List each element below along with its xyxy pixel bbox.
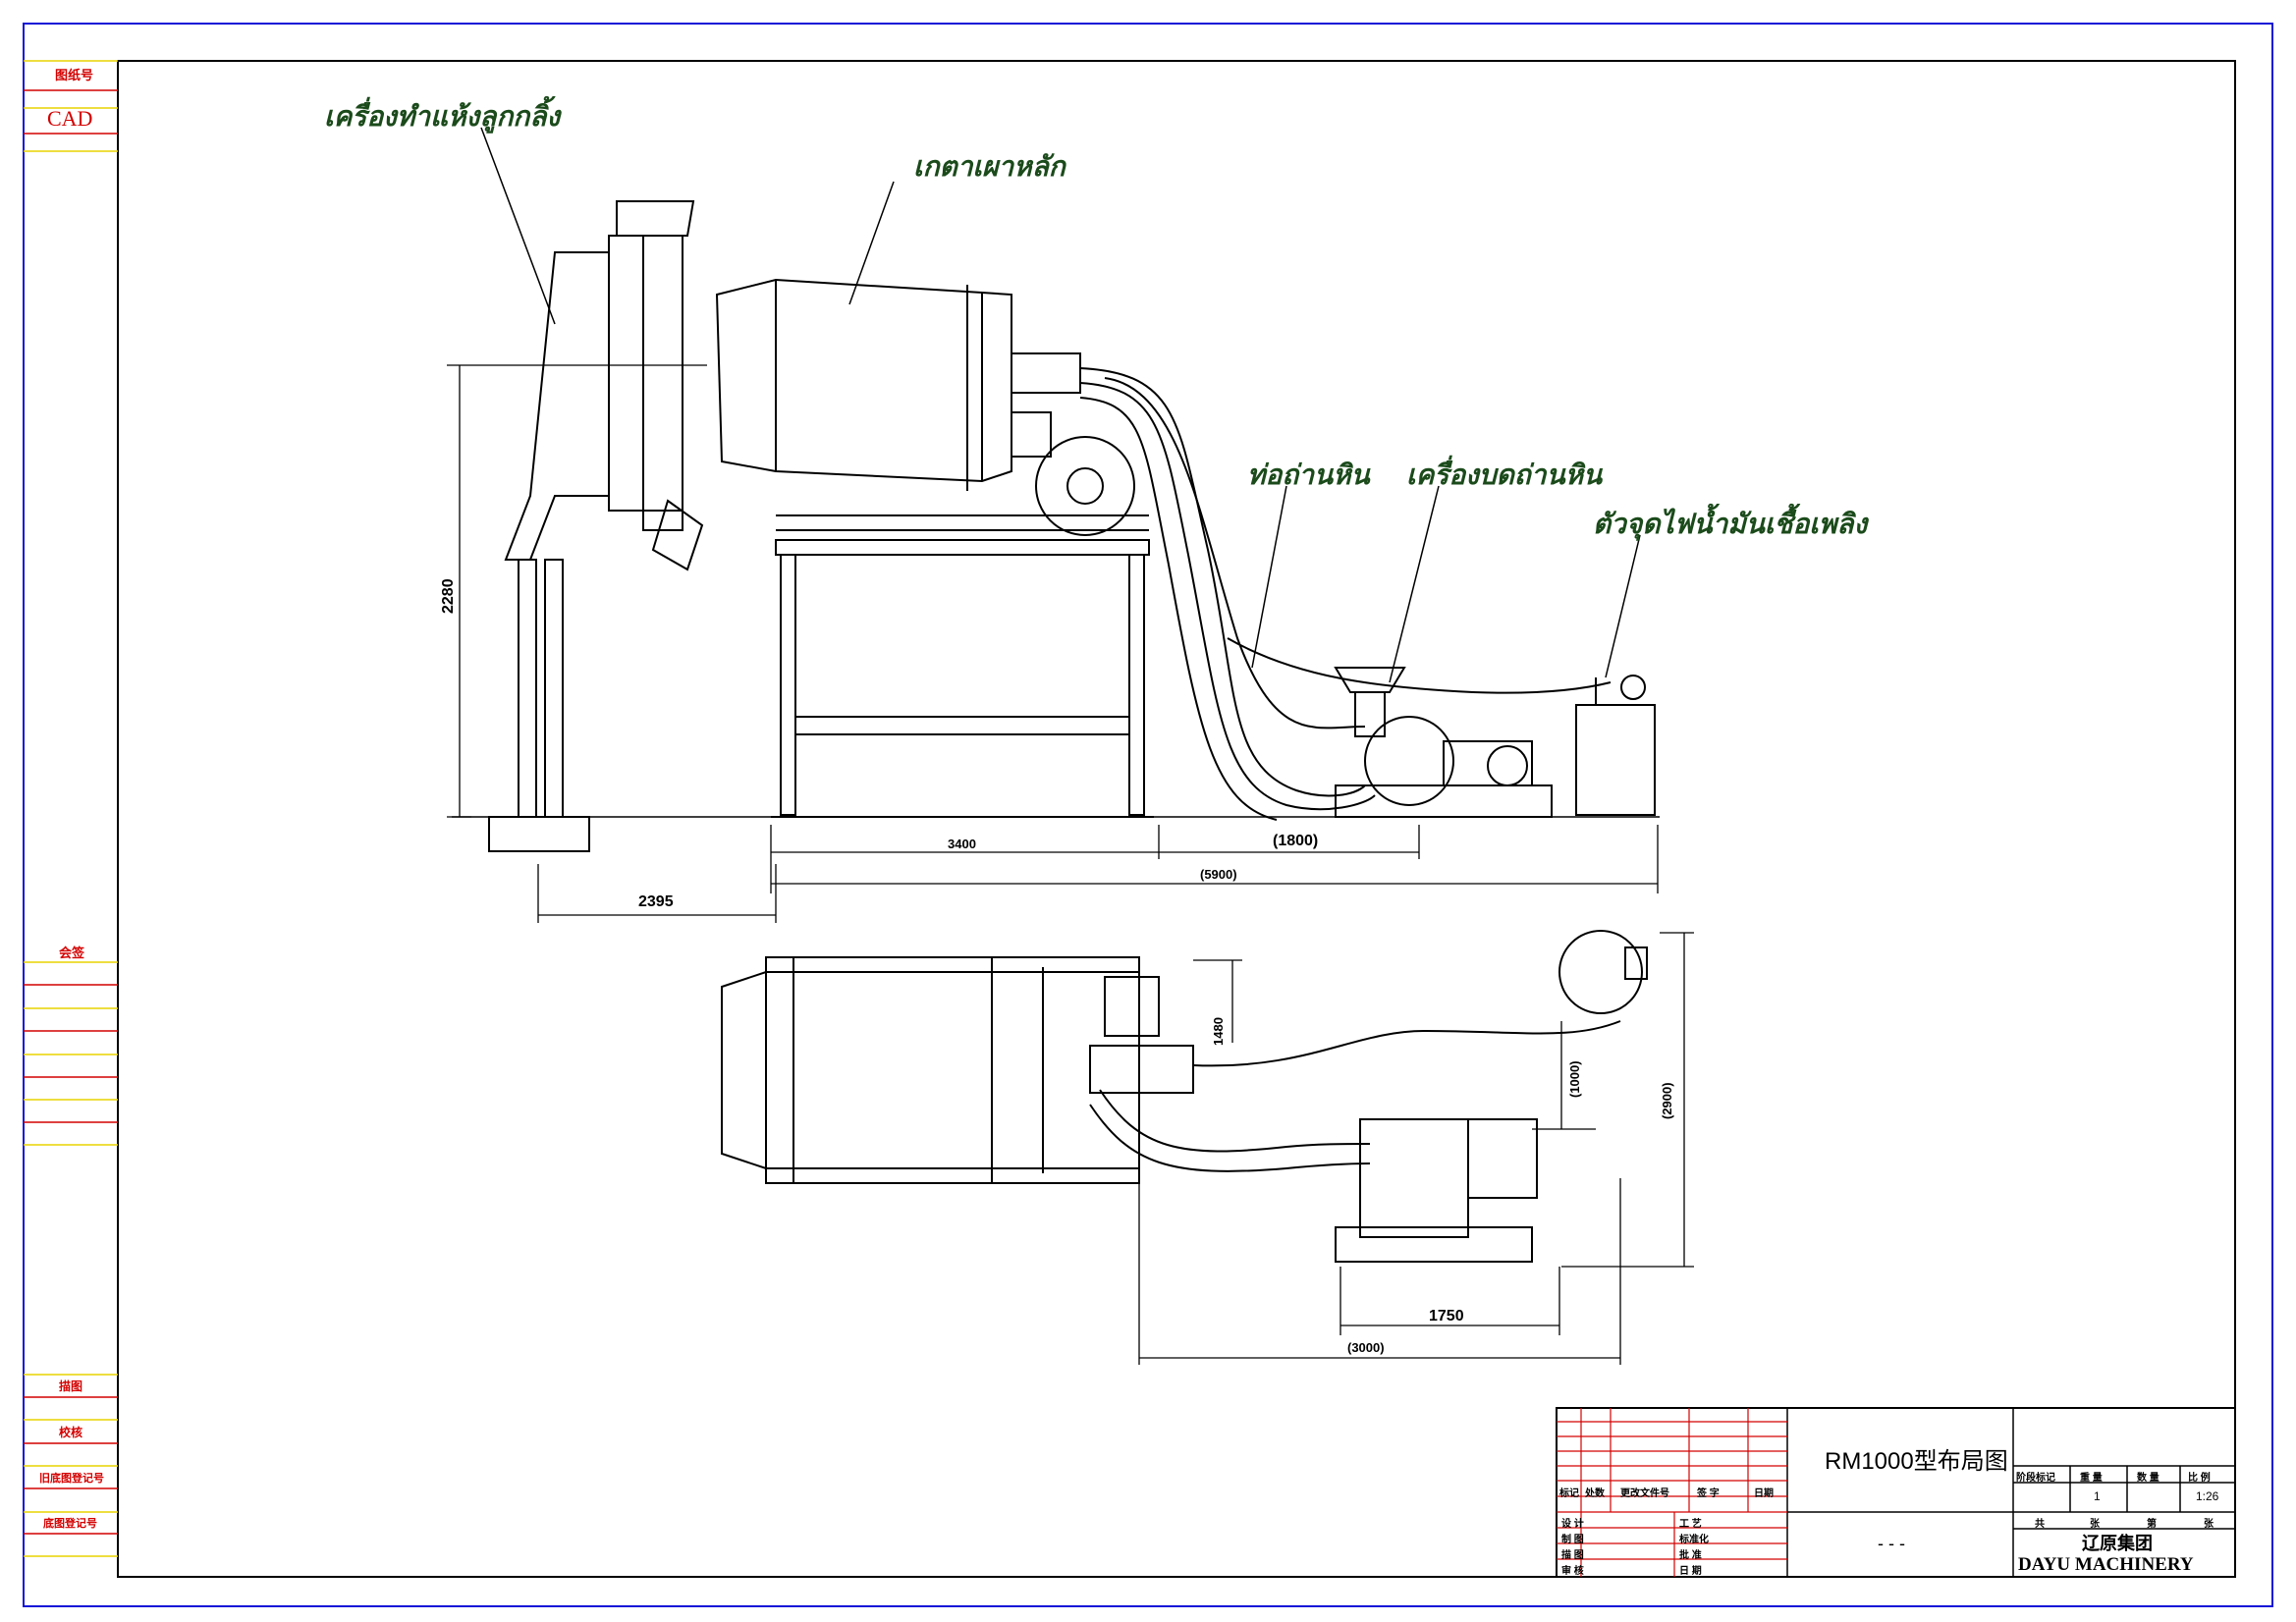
dim-1800: (1800) [1273,833,1319,849]
quantity-value: 1 [2094,1489,2101,1503]
meta-scale: 比 例 [2188,1473,2211,1484]
dryer-hood [504,251,610,561]
meta-quantity: 数 量 [2137,1473,2159,1484]
rev-header-sign: 签 字 [1697,1488,1720,1499]
callout-furnace: เกตาเผาหลัก [913,152,1066,183]
callout-coal-pipe: ท่อถ่านหิน [1247,460,1370,491]
scale-value: 1:26 [2196,1489,2219,1503]
callout-coal-mill: เครื่องบดถ่านหิน [1406,460,1603,491]
company-name-en: DAYU MACHINERY [2018,1554,2194,1575]
sidebar-strip [24,60,118,1557]
leader-lines [480,127,1641,683]
sign-draw: 制 图 [1561,1535,1584,1545]
sheet-index-prefix: 第 [2147,1519,2157,1530]
duct-flange-2 [1011,411,1052,458]
igniter-pump [1620,675,1646,700]
callout-oil-igniter: ตัวจุดไฟน้ำมันเชื้อเพลิง [1593,510,1868,540]
sidebar-row-reg: 底图登记号 [43,1518,97,1530]
igniter-tank [1575,704,1656,816]
sidebar-sign-label: 会签 [59,946,85,960]
plan-mill-base [1335,1226,1533,1263]
mill-wheel [1364,716,1454,806]
dim-1750: 1750 [1429,1308,1464,1325]
plan-view [721,930,1648,1263]
duct-flange [1011,352,1081,394]
furnace-drum [715,278,1012,483]
plan-dimension-lines [1138,932,1694,1365]
sign-process: 工 艺 [1679,1519,1702,1530]
dryer-column-2 [544,559,564,818]
dim-1000: (1000) [1567,1060,1582,1098]
dim-2900: (2900) [1660,1082,1674,1119]
mill-hopper [1334,667,1406,693]
fuel-line [1227,637,1612,694]
plan-mill [1359,1118,1469,1238]
sheet-total-prefix: 共 [2035,1519,2045,1530]
side-elevation-view [452,200,1660,852]
dim-5900: (5900) [1200,867,1237,882]
sheet-index-suffix: 张 [2204,1519,2214,1530]
plan-frame [765,956,1140,1184]
drawing-number: - - - [1878,1534,1905,1553]
title-block-red-grid [1557,1408,1787,1577]
company-name-cn: 辽原集团 [2082,1534,2153,1553]
stand-leg-right [1128,554,1145,816]
rev-header-date: 日期 [1754,1488,1774,1499]
sidebar-code-label: 图纸号 [55,68,94,82]
coal-pipe [1079,367,1366,797]
dim-2395: 2395 [638,893,674,910]
dryer-flange [642,235,683,531]
dryer-inlet [616,200,695,237]
callout-dryer: เครื่องทำแห้งลูกกลิ้ง [324,102,561,133]
dryer-foot [488,816,590,852]
sidebar-cad-label: CAD [47,106,93,131]
sign-approve: 批 准 [1679,1550,1702,1561]
plan-coal-pipe [1192,1020,1621,1067]
meta-weight: 重 量 [2080,1473,2103,1484]
plan-duct [1089,1045,1194,1094]
sidebar-row-check: 校核 [59,1426,83,1439]
mill-neck [1354,691,1386,737]
dryer-chute [651,499,704,571]
sheet-total-suffix: 张 [2090,1519,2100,1530]
meta-stage: 阶段标记 [2016,1473,2055,1484]
sidebar-row-tracing: 描图 [59,1379,83,1393]
sidebar-row-old-reg: 旧底图登记号 [39,1473,104,1485]
stand-leg-left [780,554,796,816]
dim-3400: 3400 [948,837,976,851]
rev-header-doc: 更改文件号 [1620,1488,1669,1499]
dim-height-2280: 2280 [440,578,457,614]
dim-1480: 1480 [1211,1017,1226,1046]
plan-mill-motor [1467,1118,1538,1199]
fan-wheel [1066,467,1104,505]
fan-housing [1035,436,1135,536]
furnace-stand-top [775,539,1150,556]
plan-drum-end [721,970,767,1170]
sign-date: 日 期 [1679,1566,1702,1577]
sign-standard: 标准化 [1679,1535,1709,1545]
plan-motor [1104,976,1160,1037]
dim-3000: (3000) [1347,1340,1385,1355]
rev-header-mark: 标记 [1559,1488,1579,1499]
inner-frame [117,60,2236,1578]
sign-review: 审 核 [1561,1566,1584,1577]
dryer-column [518,559,537,818]
outer-frame [23,23,2273,1607]
sign-design: 设 计 [1561,1519,1584,1530]
rev-header-count: 处数 [1585,1488,1605,1499]
sign-trace: 描 图 [1561,1550,1584,1561]
dimension-lines [447,364,1659,923]
plan-igniter [1558,930,1643,1014]
dryer-body [608,235,683,512]
drawing-title: RM1000型布局图 [1825,1448,2008,1475]
